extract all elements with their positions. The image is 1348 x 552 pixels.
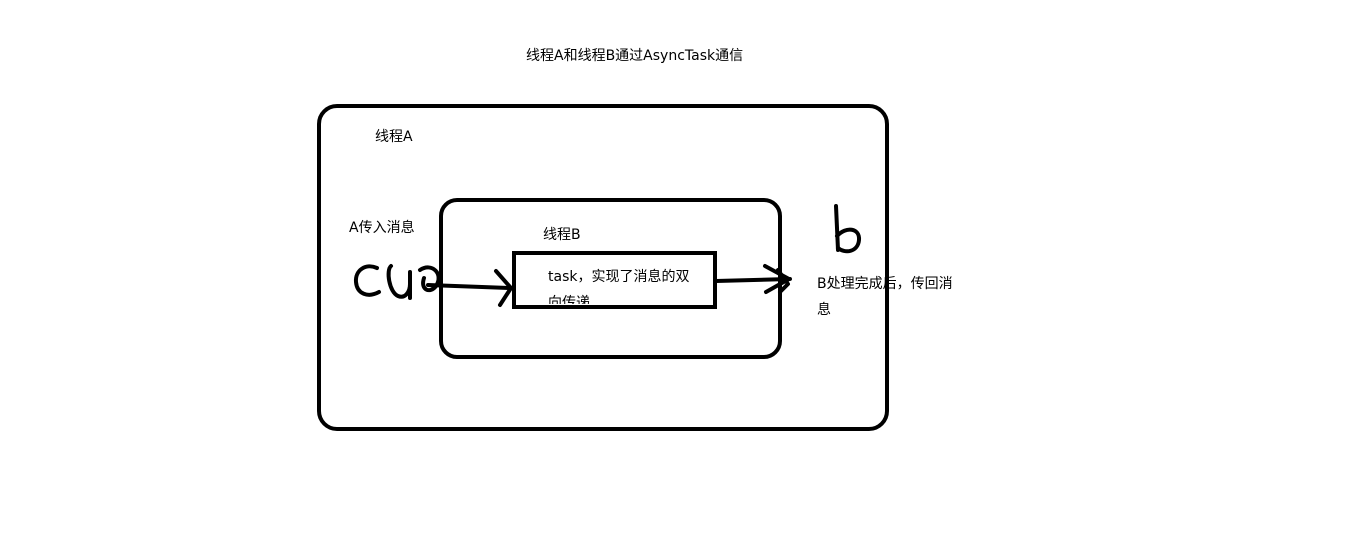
left-annotation: A传入消息: [349, 220, 415, 236]
thread-b-label: 线程B: [543, 227, 581, 243]
thread-a-label: 线程A: [375, 129, 413, 145]
right-annotation: B处理完成后，传回消息: [817, 276, 953, 318]
handwritten-a-icon: [353, 264, 441, 300]
diagram-title: 线程A和线程B通过AsyncTask通信: [526, 48, 744, 64]
handwritten-b-icon: [834, 204, 861, 254]
task-label: task，实现了消息的双向传递: [548, 269, 690, 304]
thread-a-box: [317, 104, 889, 431]
arrow-out-of-task: [714, 264, 792, 294]
arrow-into-task: [426, 269, 513, 307]
